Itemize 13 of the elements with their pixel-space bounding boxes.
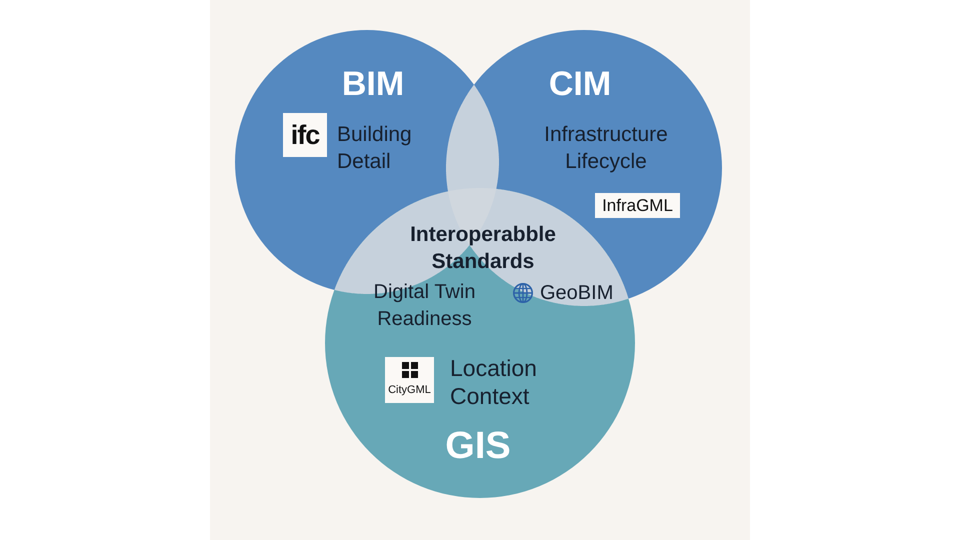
set-description: Infrastructure Lifecycle (543, 122, 669, 175)
overlap-label: Digital Twin Readiness (372, 280, 476, 332)
standard-badge: InfraGML (595, 193, 680, 218)
overlap-heading: Interoperabble Standards (409, 222, 557, 275)
set-description: Building Detail (337, 122, 413, 175)
set-title: BIM (340, 64, 406, 104)
overlap-label: GeoBIM (540, 281, 614, 306)
set-description: Location Context (450, 354, 538, 410)
set-title: GIS (444, 424, 512, 468)
standard-badge: ifc (283, 113, 327, 157)
set-title: CIM (548, 64, 612, 104)
standard-badge (385, 357, 434, 403)
badge-label: CityGML (388, 384, 431, 397)
